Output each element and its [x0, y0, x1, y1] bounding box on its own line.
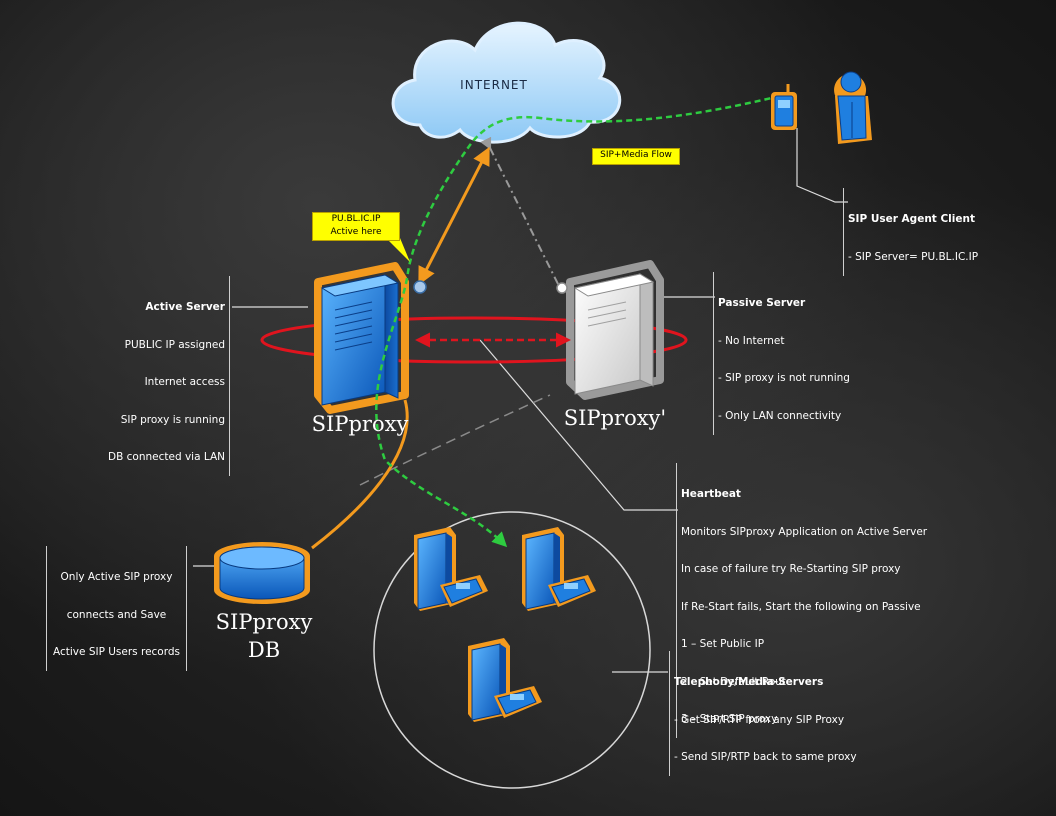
active-server-line: Internet access [144, 376, 225, 388]
passive-internet-link [480, 136, 559, 285]
database-label-line1: SIPproxy [215, 610, 313, 634]
heartbeat-line: 2 – Set Default Route [681, 675, 793, 688]
heartbeat-ring [260, 316, 688, 364]
heartbeat-line: If Re-Start fails, Start the following o… [681, 600, 921, 613]
public-ip-node-icon [413, 280, 427, 294]
passive-server-title: Passive Server [718, 297, 806, 309]
heartbeat-line: In case of failure try Re-Starting SIP p… [681, 563, 901, 575]
telephony-title: Telephony/Media-Servers [674, 676, 824, 688]
sip-client-note: SIP User Agent Client - SIP Server= PU.B… [843, 188, 978, 276]
database-icon [214, 542, 310, 604]
database-note-line: connects and Save [66, 608, 167, 621]
database-note-line: Only Active SIP proxy [60, 571, 173, 583]
database-label: SIPproxy DB [200, 608, 328, 664]
passive-server-line: - SIP proxy is not running [718, 372, 850, 384]
telephony-server-icon [414, 527, 488, 611]
active-server-line: PUBLIC IP assigned [124, 338, 225, 351]
active-server-note: Active Server PUBLIC IP assigned Interne… [108, 276, 230, 476]
connector-lines [193, 128, 848, 673]
cloud-label: INTERNET [460, 78, 528, 92]
passive-ip-node-icon [556, 282, 568, 294]
telephony-note: Telephony/Media-Servers - Get SIP/RTP fr… [669, 651, 857, 776]
passive-server-line: - Only LAN connectivity [718, 409, 842, 422]
database-label-line2: DB [247, 638, 281, 662]
telephony-line: - Send SIP/RTP back to same proxy [674, 751, 857, 763]
heartbeat-note: Heartbeat Monitors SIPproxy Application … [676, 463, 927, 738]
db-lan-link [311, 399, 409, 550]
passive-server-icon [566, 260, 664, 400]
sip-client-title: SIP User Agent Client [848, 213, 975, 225]
telephony-server-icon [522, 527, 596, 611]
mobile-phone-icon [771, 84, 797, 130]
public-ip-callout-line2: Active here [330, 227, 382, 237]
passive-db-link [359, 394, 551, 486]
user-person-icon [834, 71, 872, 144]
active-server-title: Active Server [145, 301, 225, 313]
heartbeat-line: 1 – Set Public IP [681, 638, 765, 650]
sip-client-line: - SIP Server= PU.BL.IC.IP [848, 250, 979, 263]
public-ip-callout-line1: PU.BL.IC.IP [331, 214, 381, 224]
database-note-line: Active SIP Users records [53, 646, 180, 658]
public-ip-callout-pointer [386, 238, 410, 262]
active-server-line: SIP proxy is running [120, 413, 225, 426]
public-ip-callout: PU.BL.IC.IP Active here [312, 212, 400, 241]
telephony-server-icon [468, 638, 542, 722]
active-server-line: DB connected via LAN [108, 451, 225, 463]
passive-server-line: - No Internet [718, 334, 785, 347]
heartbeat-title: Heartbeat [681, 488, 741, 500]
passive-server-label: SIPproxy' [563, 406, 667, 430]
active-server-label: SIPproxy [311, 412, 409, 436]
passive-server-note: Passive Server - No Internet - SIP proxy… [713, 272, 850, 435]
sip-media-flow-path [375, 94, 781, 548]
heartbeat-line: Monitors SIPproxy Application on Active … [681, 525, 928, 538]
internet-link [418, 146, 490, 286]
active-server-icon [314, 262, 409, 414]
telephony-group-circle [373, 511, 651, 789]
sip-media-flow-callout: SIP+Media Flow [592, 148, 680, 165]
heartbeat-line: 3 – Start SIP proxy [681, 713, 778, 725]
database-note: Only Active SIP proxy connects and Save … [46, 546, 187, 671]
cloud-icon [391, 21, 622, 144]
telephony-line: - Get SIP/RTP from any SIP Proxy [674, 713, 845, 726]
